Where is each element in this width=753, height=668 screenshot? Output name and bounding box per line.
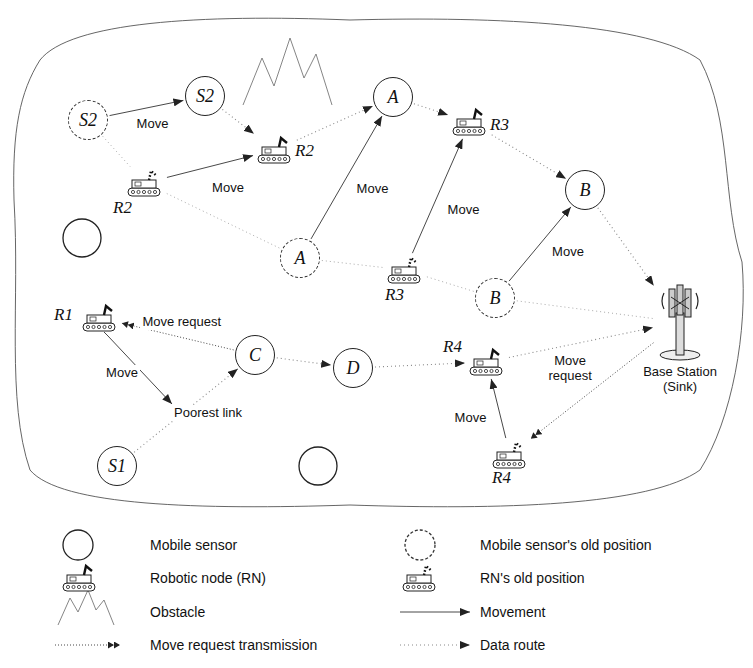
- movement-arrow: [311, 116, 382, 239]
- obstacle: [243, 38, 332, 105]
- legend-sample: [60, 563, 100, 593]
- mobile-sensor: B: [565, 170, 605, 210]
- legend-text: Move request transmission: [150, 637, 317, 653]
- legend-text: Mobile sensor: [150, 537, 237, 553]
- edge-label: Move: [210, 181, 246, 196]
- robot-old-position: R2: [125, 168, 165, 198]
- station-label: Base Station (Sink): [634, 365, 726, 395]
- movement-arrow: [110, 100, 184, 115]
- mobile-sensor: [63, 219, 101, 257]
- legend-text: RN's old position: [480, 570, 585, 586]
- robotic-node: R4: [467, 347, 507, 377]
- legend-sample: [405, 530, 435, 560]
- robot-label: R4: [492, 468, 511, 488]
- sensor-label: D: [347, 358, 360, 379]
- data-route: [222, 109, 254, 133]
- old-sensor-position: B: [475, 278, 515, 318]
- base-station-icon: [655, 283, 705, 361]
- movement-arrow: [104, 332, 108, 336]
- robot-icon: [60, 563, 100, 593]
- sensor-label: B: [580, 180, 591, 201]
- robotic-node: R2: [255, 135, 295, 165]
- edge-label: Move: [550, 245, 586, 260]
- robot-icon: [80, 303, 120, 333]
- legend-sample: [58, 590, 114, 625]
- sensor-label: A: [388, 87, 399, 108]
- robot-label: R4: [443, 337, 462, 357]
- legend-sample: [400, 645, 470, 646]
- old-data-route: [427, 277, 474, 292]
- move-request-arrow: [531, 343, 654, 439]
- sensor-label: S2: [196, 86, 214, 107]
- mobile-sensor: D: [333, 348, 373, 388]
- robot-label: R3: [490, 115, 509, 135]
- mobile-sensor: A: [373, 77, 413, 117]
- robot-label: R1: [54, 305, 73, 325]
- robot-icon: [125, 168, 165, 198]
- legend-text: Mobile sensor's old position: [480, 537, 652, 553]
- edge-label: Move request: [140, 315, 223, 330]
- legend-text: Obstacle: [150, 604, 205, 620]
- old-sensor-position: S2: [68, 100, 108, 140]
- edge-label: Move: [453, 411, 489, 426]
- robot-label: R2: [113, 198, 132, 218]
- edge-label: Move: [135, 117, 171, 132]
- base-station: Base Station (Sink): [655, 283, 705, 361]
- old-data-route: [517, 301, 653, 319]
- data-route: [297, 106, 373, 140]
- robot-label: R2: [295, 141, 314, 161]
- mobile-sensor: C: [235, 335, 275, 375]
- edge-label: Move request: [540, 354, 600, 384]
- data-route: [492, 135, 566, 179]
- old-data-route: [103, 136, 130, 166]
- sensor-label: S2: [79, 110, 97, 131]
- edge-label: Move: [355, 182, 391, 197]
- annotation: Poorest link: [172, 405, 244, 420]
- robot-icon: [385, 255, 425, 285]
- mobile-sensor: [299, 447, 337, 485]
- data-route: [277, 358, 331, 365]
- sensor-label: B: [490, 288, 501, 309]
- deployment-region: [14, 18, 744, 507]
- robot-icon: [400, 563, 440, 593]
- old-data-route: [322, 260, 383, 267]
- legend-sample: [55, 645, 120, 646]
- legend-text: Movement: [480, 604, 545, 620]
- robot-icon: [255, 135, 295, 165]
- robot-icon: [490, 440, 530, 470]
- movement-arrow: [491, 379, 506, 438]
- edge-label: Move: [446, 203, 482, 218]
- sensor-label: A: [295, 248, 306, 269]
- annotation: Move: [104, 365, 140, 380]
- mobile-sensor: S1: [97, 446, 137, 486]
- old-sensor-position: A: [280, 238, 320, 278]
- robotic-node: R1: [80, 303, 120, 333]
- old-data-route: [167, 194, 280, 249]
- legend-sample: [400, 563, 440, 593]
- movement-arrow: [167, 156, 253, 178]
- robot-icon: [467, 347, 507, 377]
- data-route: [375, 363, 465, 367]
- legend-sample: [63, 530, 93, 560]
- mobile-sensor: S2: [185, 76, 225, 116]
- movement-arrow: [412, 139, 462, 253]
- legend-text: Robotic node (RN): [150, 570, 266, 586]
- sensor-label: C: [249, 345, 261, 366]
- robot-old-position: R4: [490, 440, 530, 470]
- sensor-label: S1: [108, 456, 126, 477]
- legend-sample: [400, 612, 470, 613]
- data-route: [414, 104, 448, 115]
- robot-old-position: R3: [385, 255, 425, 285]
- robot-icon: [450, 107, 490, 137]
- robot-label: R3: [385, 285, 404, 305]
- data-route: [598, 208, 654, 286]
- legend-text: Data route: [480, 637, 545, 653]
- robotic-node: R3: [450, 107, 490, 137]
